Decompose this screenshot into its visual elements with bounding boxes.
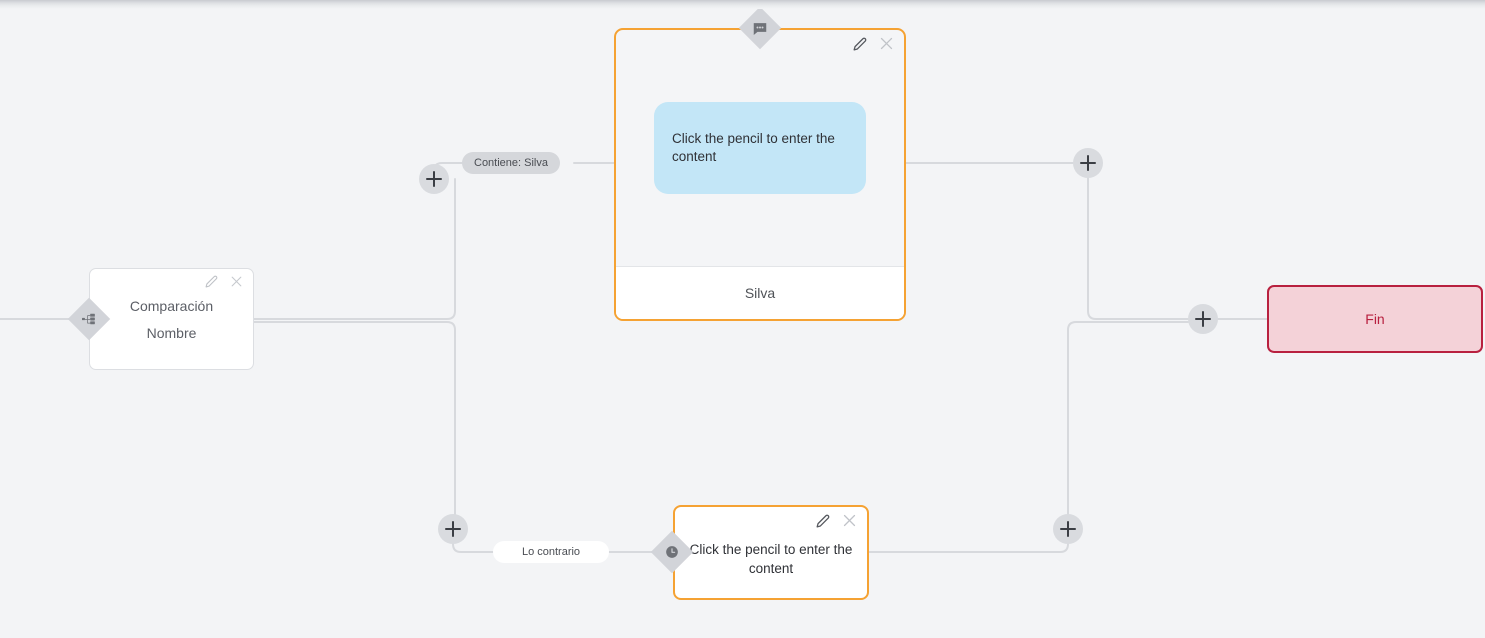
- add-node-button-before-fin[interactable]: [1188, 304, 1218, 334]
- edge-label-lo-contrario[interactable]: Lo contrario: [493, 541, 609, 563]
- node-comparacion-tools: [205, 275, 243, 288]
- add-node-button-bottom-branch[interactable]: [438, 514, 468, 544]
- node-message-body: Click the pencil to enter the content: [616, 30, 904, 266]
- node-comparacion[interactable]: Comparación Nombre: [89, 268, 254, 370]
- node-message-tools: [853, 36, 894, 51]
- node-message-footer: Silva: [616, 266, 904, 319]
- branch-icon: [82, 312, 96, 326]
- node-comparacion-handle[interactable]: [67, 297, 111, 341]
- add-node-button-after-message-2[interactable]: [1053, 514, 1083, 544]
- edge-comparacion-to-bottom-branch: [253, 321, 464, 530]
- add-node-button-after-message[interactable]: [1073, 148, 1103, 178]
- node-message-2[interactable]: Click the pencil to enter the content: [673, 505, 869, 600]
- edge-message2-to-plus-right: [868, 528, 1069, 553]
- pencil-icon[interactable]: [205, 275, 218, 288]
- chat-bubble-icon: [753, 21, 768, 36]
- edge-merge-bottom-to-fin: [1067, 321, 1189, 515]
- edge-label-contiene[interactable]: Contiene: Silva: [462, 152, 560, 174]
- node-message-2-tools: [816, 513, 857, 528]
- node-message[interactable]: Click the pencil to enter the content Si…: [614, 28, 906, 321]
- node-message-handle[interactable]: [738, 6, 782, 50]
- top-edge-shadow: [0, 0, 1485, 9]
- message-bubble: Click the pencil to enter the content: [654, 102, 866, 194]
- node-message-2-handle[interactable]: [650, 530, 694, 574]
- pencil-icon[interactable]: [853, 37, 867, 51]
- node-comparacion-title: Comparación: [129, 297, 214, 314]
- node-comparacion-subtitle: Nombre: [146, 324, 197, 341]
- close-icon[interactable]: [879, 36, 894, 51]
- pencil-icon[interactable]: [816, 514, 830, 528]
- edge-bottom-plus-to-label: [452, 543, 494, 553]
- edge-merge-top-to-fin: [1087, 177, 1189, 320]
- edge-comparacion-to-top-branch: [253, 178, 456, 320]
- close-icon[interactable]: [230, 275, 243, 288]
- clock-icon: [665, 545, 679, 559]
- close-icon[interactable]: [842, 513, 857, 528]
- add-node-button-top-branch[interactable]: [419, 164, 449, 194]
- node-message-2-text: Click the pencil to enter the content: [689, 542, 853, 576]
- node-fin[interactable]: Fin: [1267, 285, 1483, 353]
